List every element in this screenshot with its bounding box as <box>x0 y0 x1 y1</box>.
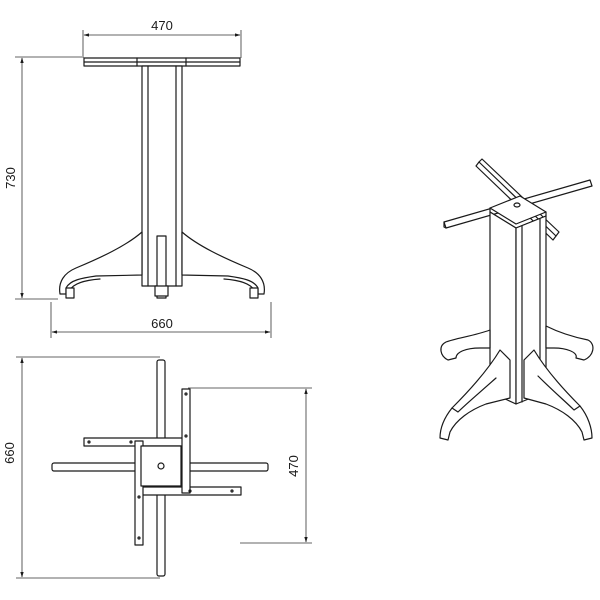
dimension-base-width: 660 <box>50 302 272 338</box>
plan-top-bar-left <box>134 440 144 546</box>
iso-base-arms <box>439 325 594 441</box>
center-bolt-icon <box>157 462 165 470</box>
dimension-label-base-width: 660 <box>151 316 173 331</box>
dimension-plan-overall: 660 <box>2 356 160 579</box>
plan-view: 660 470 <box>2 356 312 579</box>
dimension-top-width: 470 <box>82 18 242 58</box>
dimension-label-plan-overall: 660 <box>2 442 17 464</box>
dimension-height: 730 <box>3 56 82 300</box>
plan-top-bar-right <box>181 388 191 494</box>
dimension-label-height: 730 <box>3 167 18 189</box>
isometric-view <box>439 158 594 441</box>
dimension-plan-top: 470 <box>188 387 312 544</box>
front-elevation-view: 470 730 <box>3 18 272 338</box>
base-feet <box>59 231 265 299</box>
dimension-label-plan-top: 470 <box>286 455 301 477</box>
dimension-label-top-width: 470 <box>151 18 173 33</box>
